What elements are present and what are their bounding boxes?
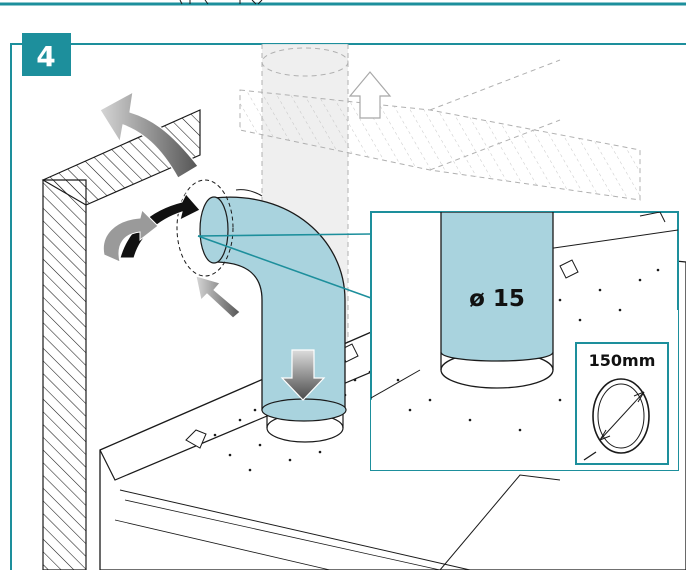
callout-lines: [197, 233, 372, 299]
diagonal-arrow: [195, 275, 241, 319]
previous-panel-edge: [0, 0, 686, 6]
step-badge: 4: [22, 33, 71, 76]
exhaust-arrow: [99, 90, 199, 179]
ghost-horizontal-duct: [239, 59, 641, 201]
rotation-arrow: [102, 193, 201, 263]
detail-inset: ø 15 150mm: [370, 211, 679, 471]
ghost-up-arrow: [348, 71, 392, 119]
down-arrow: [280, 349, 326, 401]
size-subinset: 150mm: [575, 342, 669, 465]
step-frame: [10, 43, 686, 570]
duct-diameter-label: ø 15: [469, 286, 525, 312]
size-label: 150mm: [589, 351, 656, 370]
diameter-arrow: [599, 391, 645, 441]
pipe-ring-icon: [592, 378, 650, 454]
wall-hole-outline: [176, 179, 234, 277]
step-number: 4: [36, 40, 55, 73]
